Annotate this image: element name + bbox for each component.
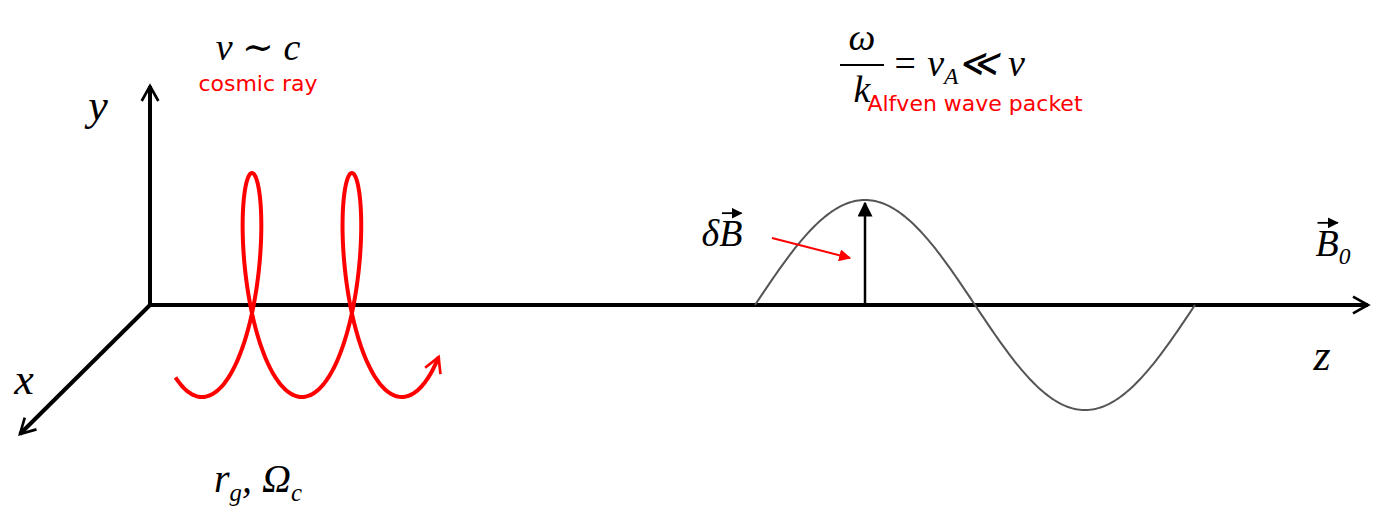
axis-line [150, 303, 1368, 307]
speed-relation: v ∼ c [216, 26, 301, 70]
math-text: r [214, 456, 230, 501]
subscript: g [230, 479, 242, 506]
gyro-label: rg, Ωc [214, 456, 302, 507]
subscript: c [291, 479, 302, 506]
subscript: A [944, 63, 958, 89]
math-text: y [88, 81, 108, 130]
particle-caption: cosmic ray [198, 71, 317, 96]
wave-packet [755, 200, 1195, 410]
math-text: , Ω [242, 456, 291, 501]
math-text: δB [702, 212, 743, 254]
fraction-numerator: ω [849, 16, 876, 60]
math-text: = v [892, 42, 944, 84]
fraction-bar [840, 64, 884, 66]
math-text: x [14, 355, 34, 404]
math-text: ω [849, 16, 876, 58]
perturbation-label: δB [702, 212, 743, 256]
math-text: Alfven wave packet [867, 91, 1082, 116]
math-text: v ∼ c [216, 26, 301, 68]
math-text: B [1316, 222, 1339, 264]
axis-label: x [14, 355, 34, 406]
leader-arrow [772, 238, 850, 258]
axis-line [20, 305, 150, 434]
axis-label: z [1313, 331, 1330, 382]
axis-line [148, 86, 152, 305]
axis-label: y [88, 81, 108, 132]
wave-caption: Alfven wave packet [867, 91, 1082, 116]
math-text: z [1313, 331, 1330, 380]
math-text: ≪ v [958, 42, 1024, 84]
field-label: B0 [1316, 222, 1351, 270]
perturbation-vector [864, 203, 867, 305]
subscript: 0 [1339, 243, 1351, 269]
phase-speed-relation: = vA≪ v [892, 42, 1025, 90]
helical-orbit [176, 173, 439, 397]
math-text: cosmic ray [198, 71, 317, 96]
